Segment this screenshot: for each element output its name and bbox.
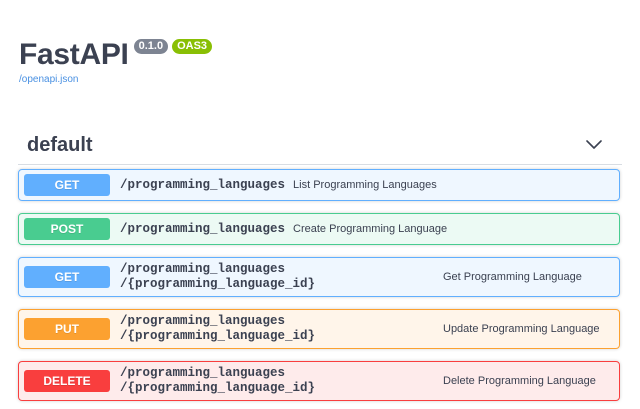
operation-delete-programming-language[interactable]: DELETE /programming_languages /{programm… [18,361,620,401]
method-badge-delete: DELETE [24,370,110,392]
operation-list-programming-languages[interactable]: GET /programming_languages List Programm… [18,169,620,201]
operation-get-programming-language[interactable]: GET /programming_languages /{programming… [18,257,620,297]
operation-path: /programming_languages /{programming_lan… [120,314,440,344]
method-badge-get: GET [24,174,110,196]
operation-path: /programming_languages /{programming_lan… [120,366,440,396]
openapi-json-link[interactable]: /openapi.json [19,74,79,85]
operation-path-line1: /programming_languages [120,314,286,328]
chevron-down-icon[interactable] [586,139,602,151]
oas-badge: OAS3 [172,39,213,54]
operation-path-line2: /{programming_language_id} [120,381,316,395]
method-badge-put: PUT [24,318,110,340]
section-title: default [27,133,93,156]
operation-create-programming-language[interactable]: POST /programming_languages Create Progr… [18,213,620,245]
operation-path-line2: /{programming_language_id} [120,329,316,343]
operation-path: /programming_languages [120,221,286,236]
operation-path: /programming_languages /{programming_lan… [120,262,440,292]
operation-summary: Create Programming Language [293,223,448,235]
operation-summary: Get Programming Language [443,271,582,283]
operation-summary: List Programming Languages [293,179,437,191]
version-badge: 0.1.0 [133,39,169,54]
title-row: FastAPI 0.1.0 OAS3 [19,38,213,72]
operation-summary: Update Programming Language [443,323,600,335]
method-badge-get: GET [24,266,110,288]
operation-update-programming-language[interactable]: PUT /programming_languages /{programming… [18,309,620,349]
operation-path-line2: /{programming_language_id} [120,277,316,291]
method-badge-post: POST [24,218,110,240]
operation-summary: Delete Programming Language [443,375,596,387]
api-title: FastAPI [19,38,129,71]
section-default-header[interactable]: default [18,126,622,165]
api-info: FastAPI 0.1.0 OAS3 /openapi.json [19,38,213,85]
operation-path: /programming_languages [120,177,286,192]
operation-path-line1: /programming_languages [120,366,286,380]
operation-path-line1: /programming_languages [120,262,286,276]
